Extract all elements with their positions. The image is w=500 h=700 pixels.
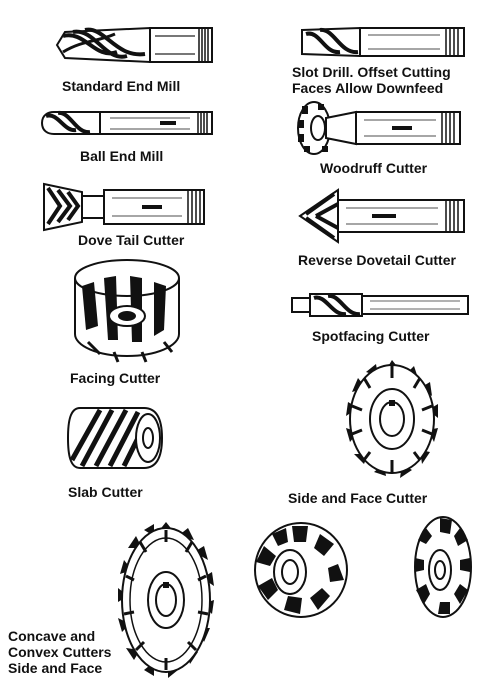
woodruff-cutter-icon — [296, 100, 464, 156]
standard-end-mill-icon — [55, 22, 215, 68]
convex-cutter-icon — [412, 514, 474, 620]
spotfacing-cutter-label: Spotfacing Cutter — [312, 328, 429, 344]
facing-cutter-icon — [68, 256, 186, 364]
side-and-face-cutter-icon — [344, 358, 442, 480]
dove-tail-cutter-icon — [42, 176, 207, 238]
spotfacing-cutter-icon — [290, 290, 472, 320]
slot-drill-label: Slot Drill. Offset Cutting Faces Allow D… — [292, 64, 451, 96]
reverse-dovetail-cutter-icon — [298, 186, 468, 246]
side-and-face-cutter-label: Side and Face Cutter — [288, 490, 427, 506]
standard-end-mill-label: Standard End Mill — [62, 78, 180, 94]
ball-end-mill-label: Ball End Mill — [80, 148, 163, 164]
woodruff-cutter-label: Woodruff Cutter — [320, 160, 427, 176]
slot-drill-icon — [300, 24, 468, 60]
facing-cutter-label: Facing Cutter — [70, 370, 160, 386]
concave-convex-cutters-label: Concave and Convex Cutters Side and Face — [8, 628, 111, 676]
concave-cutter-icon — [252, 520, 350, 620]
slab-cutter-icon — [66, 402, 164, 474]
concave-convex-cutter-icon — [114, 520, 218, 680]
slab-cutter-label: Slab Cutter — [68, 484, 143, 500]
ball-end-mill-icon — [40, 108, 215, 138]
dove-tail-cutter-label: Dove Tail Cutter — [78, 232, 184, 248]
reverse-dovetail-cutter-label: Reverse Dovetail Cutter — [298, 252, 456, 268]
